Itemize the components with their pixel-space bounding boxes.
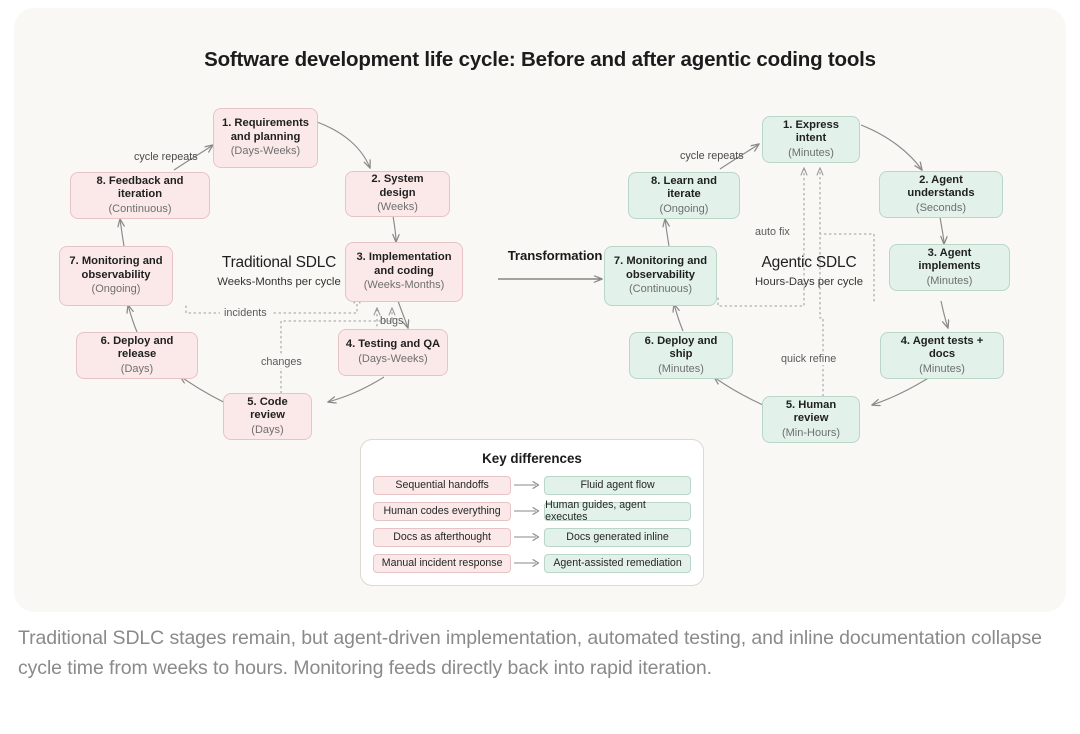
node-subtitle: (Minutes) xyxy=(919,362,965,375)
node-title: 7. Monitoring and observability xyxy=(69,255,163,281)
edge-label-quick-refine: quick refine xyxy=(777,353,841,365)
node-subtitle: (Ongoing) xyxy=(91,283,141,296)
node-agentic-4[interactable]: 4. Agent tests + docs (Minutes) xyxy=(880,332,1004,379)
diagram-card: Software development life cycle: Before … xyxy=(14,8,1066,612)
node-subtitle: (Min-Hours) xyxy=(781,426,841,439)
node-traditional-4[interactable]: 4. Testing and QA (Days-Weeks) xyxy=(338,329,448,376)
legend-before-chip: Docs as afterthought xyxy=(373,527,512,547)
legend-row: Manual incident response Agent-assisted … xyxy=(373,553,691,573)
legend-row: Human codes everything Human guides, age… xyxy=(373,499,691,523)
node-title: 8. Feedback and iteration xyxy=(96,174,184,201)
legend-before-chip: Manual incident response xyxy=(373,553,512,573)
node-agentic-8[interactable]: 8. Learn and iterate (Ongoing) xyxy=(628,172,740,219)
legend-rows: Sequential handoffs Fluid agent flow Hum… xyxy=(361,475,703,573)
node-title: 2. System design xyxy=(371,173,424,199)
node-title: 4. Testing and QA xyxy=(345,338,441,351)
figure-caption: Traditional SDLC stages remain, but agen… xyxy=(18,627,1042,679)
node-subtitle: (Seconds) xyxy=(915,201,967,214)
traditional-center-title: Traditional SDLC xyxy=(221,254,337,271)
node-title: 3. Implementation and coding xyxy=(356,251,452,277)
node-title: 1. Requirements and planning xyxy=(221,117,310,143)
node-subtitle: (Ongoing) xyxy=(659,202,709,215)
key-differences-panel: Key differences Sequential handoffs Flui… xyxy=(360,439,704,586)
node-title: 6. Deploy and release xyxy=(100,334,174,361)
node-traditional-8[interactable]: 8. Feedback and iteration (Continuous) xyxy=(70,172,210,219)
node-title: 5. Code review xyxy=(247,395,288,422)
agentic-center-subtitle: Hours-Days per cycle xyxy=(755,276,863,288)
node-traditional-5[interactable]: 5. Code review (Days) xyxy=(223,393,312,440)
traditional-center-subtitle: Weeks-Months per cycle xyxy=(217,276,341,288)
node-subtitle: (Days) xyxy=(120,362,154,375)
legend-after-chip: Human guides, agent executes xyxy=(544,499,691,523)
node-title: 4. Agent tests + docs xyxy=(900,334,984,361)
node-title: 1. Express intent xyxy=(783,118,839,145)
edge-label-changes: changes xyxy=(257,356,306,368)
node-traditional-6[interactable]: 6. Deploy and release (Days) xyxy=(76,332,198,379)
node-subtitle: (Continuous) xyxy=(108,202,172,215)
edge-label-cycle-repeats-right: cycle repeats xyxy=(680,150,744,162)
page-title: Software development life cycle: Before … xyxy=(204,48,876,71)
legend-before-chip: Human codes everything xyxy=(373,501,512,521)
node-traditional-7[interactable]: 7. Monitoring and observability (Ongoing… xyxy=(59,246,173,306)
traditional-center-label: Traditional SDLC Weeks-Months per cycle xyxy=(199,254,359,288)
node-agentic-2[interactable]: 2. Agent understands (Seconds) xyxy=(879,171,1003,218)
node-title: 5. Human review xyxy=(785,398,837,425)
legend-title: Key differences xyxy=(482,451,582,466)
node-agentic-5[interactable]: 5. Human review (Min-Hours) xyxy=(762,396,860,443)
node-title: 2. Agent understands xyxy=(907,173,975,200)
node-subtitle: (Weeks-Months) xyxy=(363,279,445,292)
node-agentic-6[interactable]: 6. Deploy and ship (Minutes) xyxy=(629,332,733,379)
legend-arrow-icon xyxy=(511,558,544,568)
edge-label-auto-fix: auto fix xyxy=(751,226,794,238)
node-agentic-3[interactable]: 3. Agent implements (Minutes) xyxy=(889,244,1010,291)
legend-arrow-icon xyxy=(511,506,544,516)
legend-row: Docs as afterthought Docs generated inli… xyxy=(373,527,691,547)
node-traditional-1[interactable]: 1. Requirements and planning (Days-Weeks… xyxy=(213,108,318,168)
legend-before-chip: Sequential handoffs xyxy=(373,475,512,495)
node-traditional-2[interactable]: 2. System design (Weeks) xyxy=(345,171,450,217)
node-subtitle: (Minutes) xyxy=(658,362,704,375)
legend-arrow-icon xyxy=(511,532,544,542)
node-traditional-3[interactable]: 3. Implementation and coding (Weeks-Mont… xyxy=(345,242,463,302)
edge-label-incidents: incidents xyxy=(220,307,271,319)
agentic-center-label: Agentic SDLC Hours-Days per cycle xyxy=(729,254,889,288)
edge-label-cycle-repeats-left: cycle repeats xyxy=(134,151,198,163)
node-agentic-1[interactable]: 1. Express intent (Minutes) xyxy=(762,116,860,163)
node-title: 7. Monitoring and observability xyxy=(613,255,708,281)
legend-after-chip: Agent-assisted remediation xyxy=(544,553,691,573)
transformation-label: Transformation xyxy=(496,248,614,263)
legend-after-chip: Fluid agent flow xyxy=(544,475,691,495)
node-title: 6. Deploy and ship xyxy=(644,334,718,361)
transformation-text: Transformation xyxy=(507,248,603,263)
node-subtitle: (Weeks) xyxy=(377,201,418,214)
node-agentic-7[interactable]: 7. Monitoring and observability (Continu… xyxy=(604,246,717,306)
node-subtitle: (Continuous) xyxy=(629,283,692,296)
edge-label-bugs: bugs xyxy=(380,315,404,327)
node-title: 8. Learn and iterate xyxy=(651,174,717,201)
node-subtitle: (Days-Weeks) xyxy=(358,353,428,366)
diagram-canvas: 1. Requirements and planning (Days-Weeks… xyxy=(14,8,1066,612)
node-subtitle: (Days) xyxy=(251,423,284,436)
legend-row: Sequential handoffs Fluid agent flow xyxy=(373,475,691,495)
edge-layer xyxy=(14,121,1066,412)
legend-after-chip: Docs generated inline xyxy=(544,527,691,547)
legend-arrow-icon xyxy=(511,480,544,490)
node-title: 3. Agent implements xyxy=(918,246,981,273)
node-subtitle: (Days-Weeks) xyxy=(230,145,301,158)
agentic-center-title: Agentic SDLC xyxy=(761,254,857,271)
node-subtitle: (Minutes) xyxy=(788,146,834,159)
node-subtitle: (Minutes) xyxy=(926,274,973,287)
